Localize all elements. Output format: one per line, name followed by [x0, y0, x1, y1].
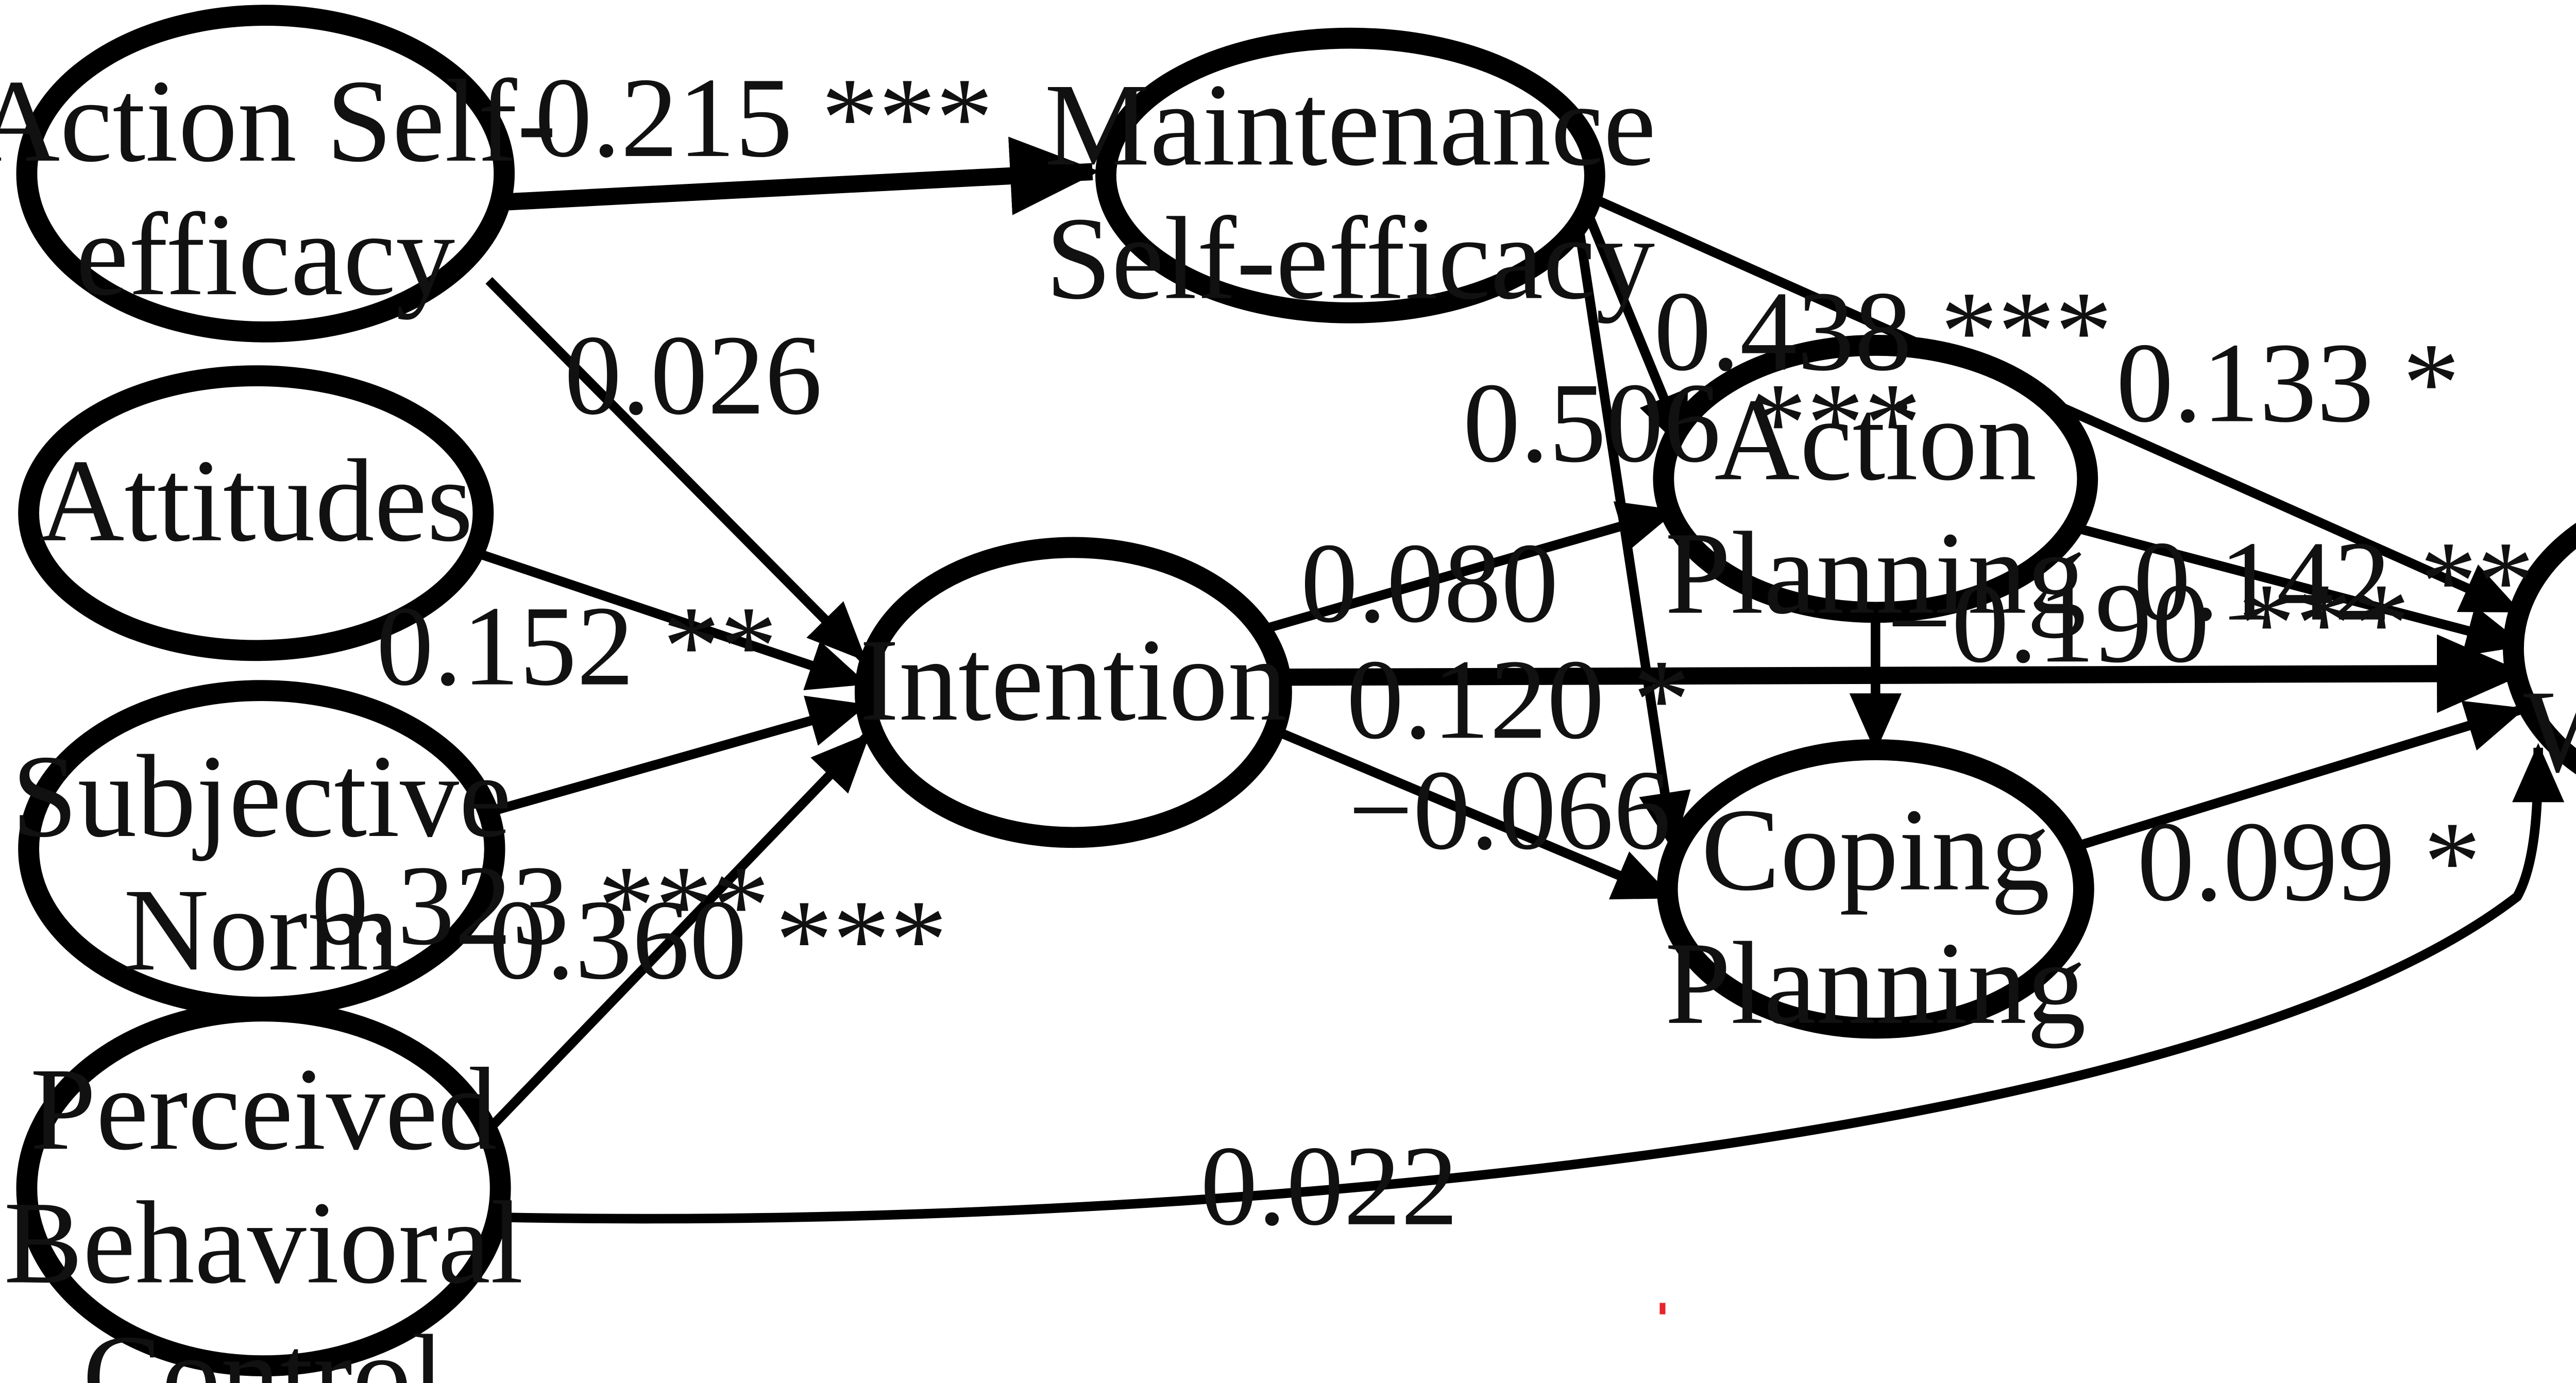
edge-label-pbc-to-hand-washing: 0.022	[1200, 1123, 1458, 1250]
node-label: Coping	[1701, 784, 2050, 915]
edge-label-intention-to-action-planning: 0.080	[1301, 520, 1558, 647]
edges-layer	[476, 136, 2565, 1224]
node-label: Attitudes	[39, 435, 473, 566]
node-action-self-efficacy[interactable]: Action Self- efficacy	[0, 5, 556, 343]
edge-attitudes-to-intention[interactable]	[476, 549, 868, 691]
edge-label-intention-to-hand-washing: 0.120 *	[1346, 636, 1690, 763]
node-action-planning[interactable]: Action Planning	[1653, 334, 2098, 639]
node-label: Action Self-	[0, 55, 556, 186]
edge-label-coping-planning-to-hand-washing: 0.099 *	[2137, 798, 2481, 925]
node-maintenance-self-efficacy[interactable]: Maintenance Self-efficacy	[1044, 27, 1656, 324]
node-subjective-norm[interactable]: Subjective Norm	[12, 680, 512, 1018]
node-label: Perceived	[30, 1043, 497, 1174]
edge-pbc-to-hand-washing[interactable]	[488, 743, 2565, 1224]
node-label: Behavioral	[4, 1177, 523, 1308]
nodes-layer: Action Self- efficacy Attitudes Subjecti…	[0, 5, 2576, 1383]
edge-label-sn-to-intention: 0.323 ***	[311, 842, 770, 969]
node-label: Control	[82, 1310, 444, 1383]
edge-label-intention-to-coping-planning: −0.066	[1348, 747, 1671, 874]
edge-sn-to-intention[interactable]	[485, 695, 868, 817]
edge-label-pbc-to-intention: 0.360 ***	[489, 877, 947, 1003]
edge-ase-to-intention[interactable]	[485, 277, 867, 662]
node-label: Norm	[124, 864, 400, 995]
edge-intention-to-coping-planning[interactable]	[1264, 722, 1674, 901]
edge-labels-layer: 0.215 *** 0.026 0.152 ** 0.323 *** 0.360…	[311, 55, 2534, 1250]
edge-label-mse-to-action-planning: 0.438 ***	[1654, 268, 2112, 395]
node-label: Intention	[859, 614, 1287, 745]
edge-label-ase-to-intention: 0.026	[564, 312, 822, 439]
node-label: Washing	[2523, 665, 2576, 797]
node-label: efficacy	[76, 189, 455, 320]
edge-intention-to-action-planning[interactable]	[1261, 501, 1678, 635]
edge-mse-to-action-planning[interactable]	[1579, 200, 1689, 453]
node-label: Planning	[1665, 507, 2086, 639]
edge-action-planning-to-hand-washing[interactable]	[2076, 523, 2526, 656]
node-label: Action	[1715, 374, 2037, 505]
node-perceived-behavioral-control[interactable]: Perceived Behavioral Control	[4, 1000, 523, 1383]
edge-pbc-to-intention[interactable]	[485, 732, 871, 1133]
edge-label-mse-to-coping-planning: 0.506 ***	[1463, 360, 1922, 486]
edge-intention-to-hand-washing[interactable]	[1281, 634, 2527, 713]
edge-label-ase-to-mse: 0.215 ***	[535, 55, 993, 181]
edge-ase-to-mse[interactable]	[500, 136, 1100, 215]
edge-label-mse-to-hand-washing: 0.133 *	[2116, 320, 2460, 447]
edge-coping-planning-to-hand-washing[interactable]	[2073, 701, 2526, 852]
node-coping-planning[interactable]: Coping Planning	[1656, 739, 2094, 1049]
node-label: Planning	[1665, 917, 2086, 1049]
node-hand-washing[interactable]: Hand Washing	[2503, 488, 2576, 809]
node-label: Self-efficacy	[1046, 193, 1655, 324]
node-label: Maintenance	[1044, 59, 1656, 190]
edge-label-attitudes-to-intention: 0.152 **	[376, 583, 777, 710]
node-label: Subjective	[12, 730, 512, 862]
edge-label-action-planning-to-coping-planning: −0.190 ***	[1887, 560, 2410, 687]
node-intention[interactable]: Intention	[854, 537, 1292, 848]
edge-label-action-planning-to-hand-washing: 0.142 **	[2133, 518, 2534, 645]
node-attitudes[interactable]: Attitudes	[18, 365, 494, 661]
stray-red-mark	[1659, 1303, 1666, 1314]
